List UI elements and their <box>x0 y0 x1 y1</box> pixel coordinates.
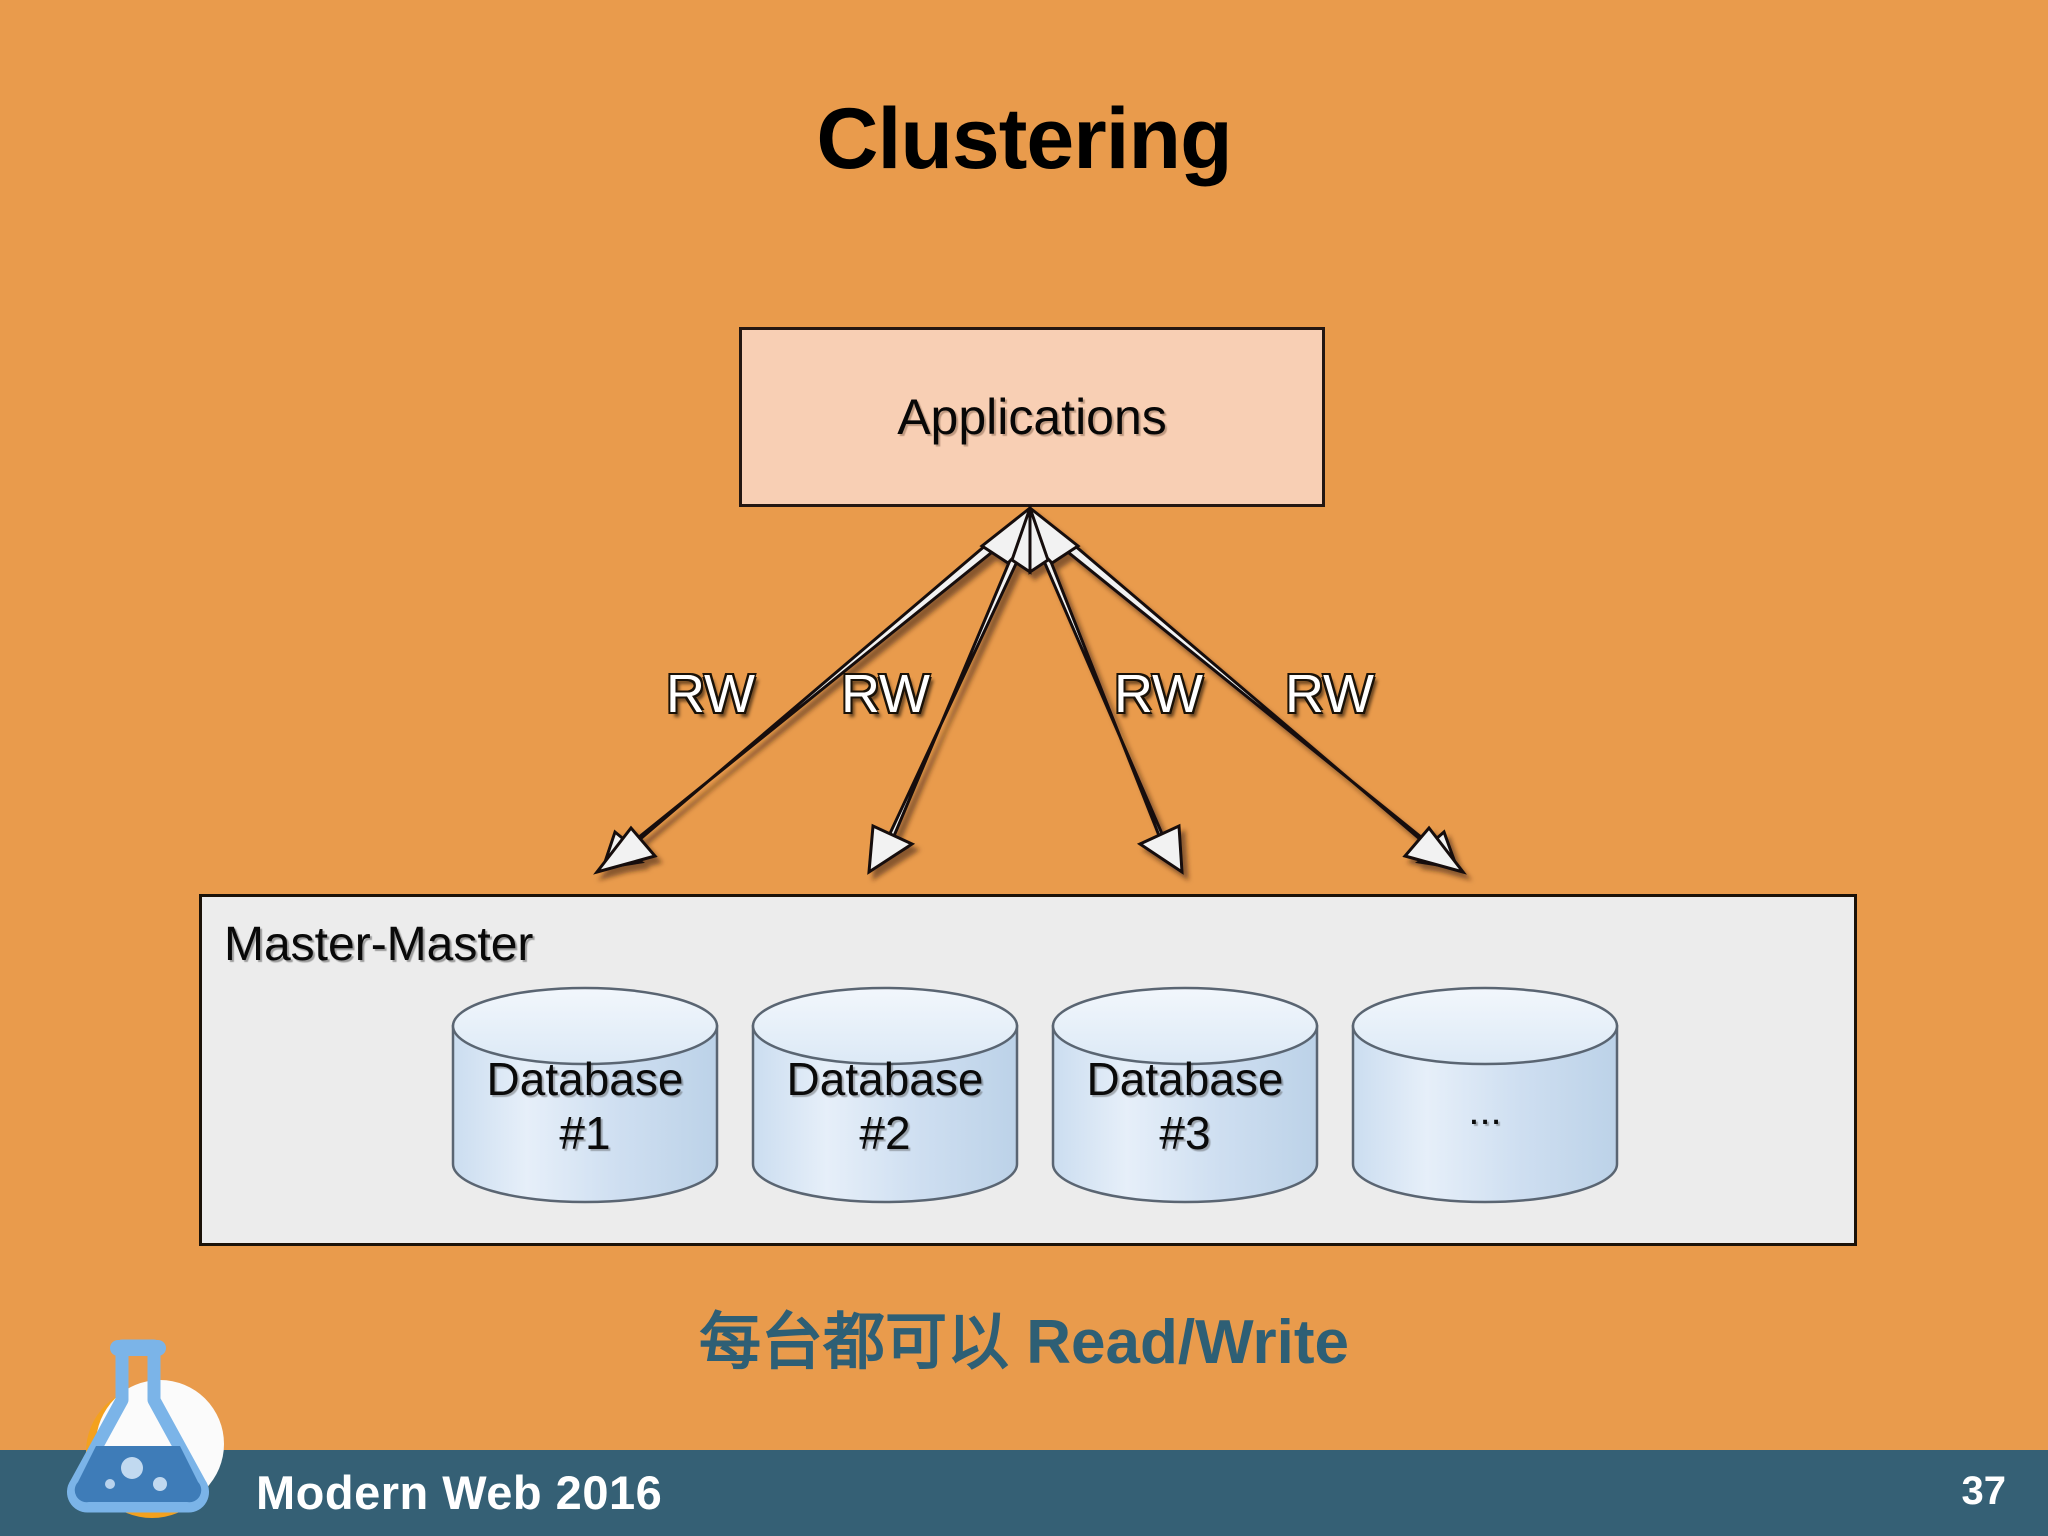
database-node-4-label: ... <box>1349 986 1621 1204</box>
database-node-1-line2: #1 <box>559 1107 611 1159</box>
footer-title: Modern Web 2016 <box>256 1466 663 1519</box>
cluster-label: Master-Master <box>224 918 534 971</box>
connection-label-rw-3: RW <box>1114 664 1203 724</box>
database-node-1-label: Database #1 <box>449 986 721 1204</box>
database-cylinder-icon <box>451 986 719 1204</box>
flask-logo-icon <box>67 1339 224 1518</box>
database-cylinder-icon <box>1051 986 1319 1204</box>
database-node-4-line1: ... <box>1468 1089 1502 1134</box>
database-node-1-line1: Database <box>486 1052 684 1105</box>
applications-label: Applications <box>897 389 1167 445</box>
database-node-3-line1: Database <box>1086 1052 1284 1105</box>
database-node-2: Database #2 <box>749 986 1021 1204</box>
database-node-2-line2: #2 <box>859 1107 911 1159</box>
database-node-2-line1: Database <box>786 1052 984 1105</box>
database-node-3-line2: #3 <box>1159 1107 1211 1159</box>
database-node-4: ... <box>1349 986 1621 1204</box>
database-cylinder-icon <box>1351 986 1619 1204</box>
page-number: 37 <box>1961 1469 2007 1513</box>
connection-label-rw-4: RW <box>1285 664 1374 724</box>
database-node-2-label: Database #2 <box>749 986 1021 1204</box>
database-node-3-label: Database #3 <box>1049 986 1321 1204</box>
caption-text: 每台都可以 Read/Write <box>699 1308 1349 1377</box>
database-node-3: Database #3 <box>1049 986 1321 1204</box>
database-cylinder-icon <box>751 986 1019 1204</box>
database-node-1: Database #1 <box>449 986 721 1204</box>
applications-node: Applications <box>739 327 1325 507</box>
page-title: Clustering <box>816 91 1232 187</box>
footer-bar <box>0 1450 2048 1536</box>
connection-label-rw-2: RW <box>841 664 930 724</box>
connection-label-rw-1: RW <box>666 664 755 724</box>
